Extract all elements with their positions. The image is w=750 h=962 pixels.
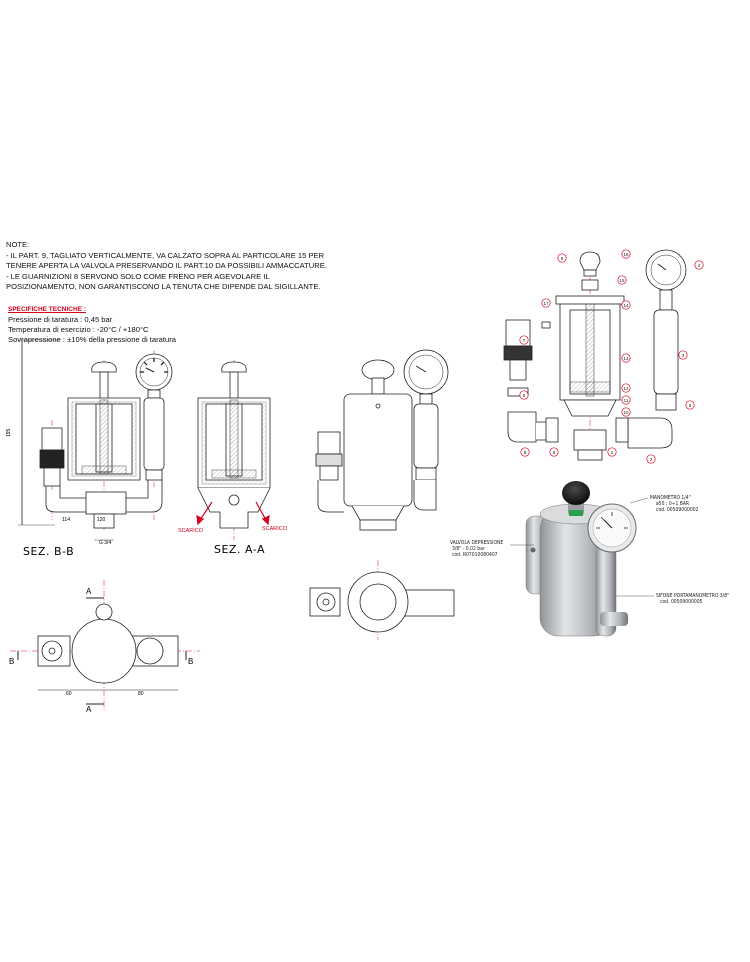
part-balloon-label: 10 bbox=[623, 410, 629, 415]
part-balloon-label: 17 bbox=[543, 301, 549, 306]
marker-a-bottom: A bbox=[86, 705, 92, 714]
exterior-view bbox=[315, 349, 449, 531]
section-aa-drawing bbox=[197, 360, 271, 540]
part-balloon bbox=[519, 335, 529, 345]
marker-b-right: B bbox=[188, 657, 193, 666]
part-balloon-label: 14 bbox=[623, 303, 629, 308]
part-balloon bbox=[621, 395, 631, 405]
part-balloon-label: 8 bbox=[553, 450, 556, 455]
exploded-view bbox=[503, 249, 687, 461]
notes-block: NOTE: - IL PART. 9, TAGLIATO VERTICALMEN… bbox=[6, 240, 327, 293]
part-balloon bbox=[617, 275, 627, 285]
part-balloon bbox=[621, 353, 631, 363]
callout-manometro: MANOMETRO 1/4" ø50 ; 0÷1 BAR cod. 005090… bbox=[650, 495, 698, 513]
scarico-right: SCARICO bbox=[262, 526, 288, 532]
callout-line: cod. 00509000005 bbox=[660, 599, 703, 605]
spec-line: Temperatura di esercizio : -20°C / +180°… bbox=[8, 325, 149, 335]
part-balloon bbox=[621, 407, 631, 417]
note-line: POSIZIONAMENTO, NON GARANTISCONO LA TENU… bbox=[6, 282, 321, 292]
part-balloon bbox=[694, 260, 704, 270]
part-balloon bbox=[541, 298, 551, 308]
part-balloon bbox=[607, 447, 617, 457]
section-bb-label: SEZ. B-B bbox=[23, 545, 74, 558]
spec-line: Sovrapressione : ±10% della pressione di… bbox=[8, 335, 176, 345]
top-view-exterior bbox=[309, 560, 455, 640]
note-line: - IL PART. 9, TAGLIATO VERTICALMENTE, VA… bbox=[6, 250, 325, 260]
part-balloon-label: 1 bbox=[611, 450, 614, 455]
part-balloon-label: 11 bbox=[624, 398, 629, 403]
callout-valvola: VALVOLA DEPRESSIONE 3/8" - 0,02 bar cod.… bbox=[450, 540, 503, 558]
part-balloon-label: 2 bbox=[650, 457, 653, 462]
callout-line: ø50 ; 0÷1 BAR bbox=[656, 501, 690, 507]
part-balloon-label: 13 bbox=[623, 356, 629, 361]
dim-80: 80 bbox=[138, 691, 144, 697]
part-balloon bbox=[519, 390, 529, 400]
part-balloon-label: 16 bbox=[623, 252, 629, 257]
part-balloon bbox=[678, 350, 688, 360]
dim-60: 60 bbox=[66, 691, 72, 697]
part-balloon-label: 3 bbox=[682, 353, 685, 358]
part-balloon-label: 4 bbox=[698, 263, 701, 268]
dim-195: 195 bbox=[6, 428, 12, 437]
part-balloon bbox=[621, 300, 631, 310]
part-balloon bbox=[520, 447, 530, 457]
callout-line: MANOMETRO 1/4" bbox=[650, 495, 691, 501]
part-balloon-label: 6 bbox=[523, 393, 526, 398]
part-balloon-label: 15 bbox=[619, 278, 625, 283]
part-balloon bbox=[621, 249, 631, 259]
section-aa-label: SEZ. A-A bbox=[214, 543, 265, 556]
render-3d bbox=[525, 481, 637, 637]
scarico-left: SCARICO bbox=[178, 528, 204, 534]
marker-b-left: B bbox=[9, 657, 14, 666]
callout-line: VALVOLA DEPRESSIONE bbox=[450, 540, 504, 546]
top-view-section bbox=[10, 580, 200, 710]
part-balloon-label: 9 bbox=[561, 256, 564, 261]
section-bb-drawing bbox=[18, 339, 173, 541]
callout-line: SIFONE PORTAMANOMETRO 3/8" bbox=[656, 593, 730, 599]
dim-114: 114 bbox=[62, 517, 70, 523]
note-line: - LE GUARNIZIONI 8 SERVONO SOLO COME FRE… bbox=[6, 271, 270, 281]
part-balloon-label: 5 bbox=[689, 403, 692, 408]
part-balloon bbox=[685, 400, 695, 410]
dim-g34: G 3/4 bbox=[99, 540, 111, 546]
callout-line: 3/8" - 0,02 bar bbox=[452, 546, 485, 552]
note-line: TENERE APERTA LA VALVOLA PRESERVANDO IL … bbox=[6, 261, 327, 271]
spec-line: Pressione di taratura : 0,45 bar bbox=[8, 315, 113, 324]
part-balloon-label: 12 bbox=[623, 386, 629, 391]
specs-title: SPECIFICHE TECNICHE : bbox=[8, 306, 87, 313]
part-balloon-label: 8 bbox=[524, 450, 527, 455]
part-balloon-label: 7 bbox=[523, 338, 526, 343]
callout-line: cod. 00509000002 bbox=[656, 507, 699, 513]
specs-block: Pressione di taratura : 0,45 bar Tempera… bbox=[8, 315, 176, 346]
part-balloon bbox=[549, 447, 559, 457]
notes-heading: NOTE: bbox=[6, 240, 30, 249]
dim-120: 120 bbox=[97, 517, 106, 523]
part-balloon bbox=[646, 454, 656, 464]
callout-sifone: SIFONE PORTAMANOMETRO 3/8" cod. 00509000… bbox=[656, 593, 729, 605]
part-balloon bbox=[557, 253, 567, 263]
marker-a-top: A bbox=[86, 587, 92, 596]
part-balloon bbox=[621, 383, 631, 393]
callout-line: cod. R07010080407 bbox=[452, 552, 498, 558]
